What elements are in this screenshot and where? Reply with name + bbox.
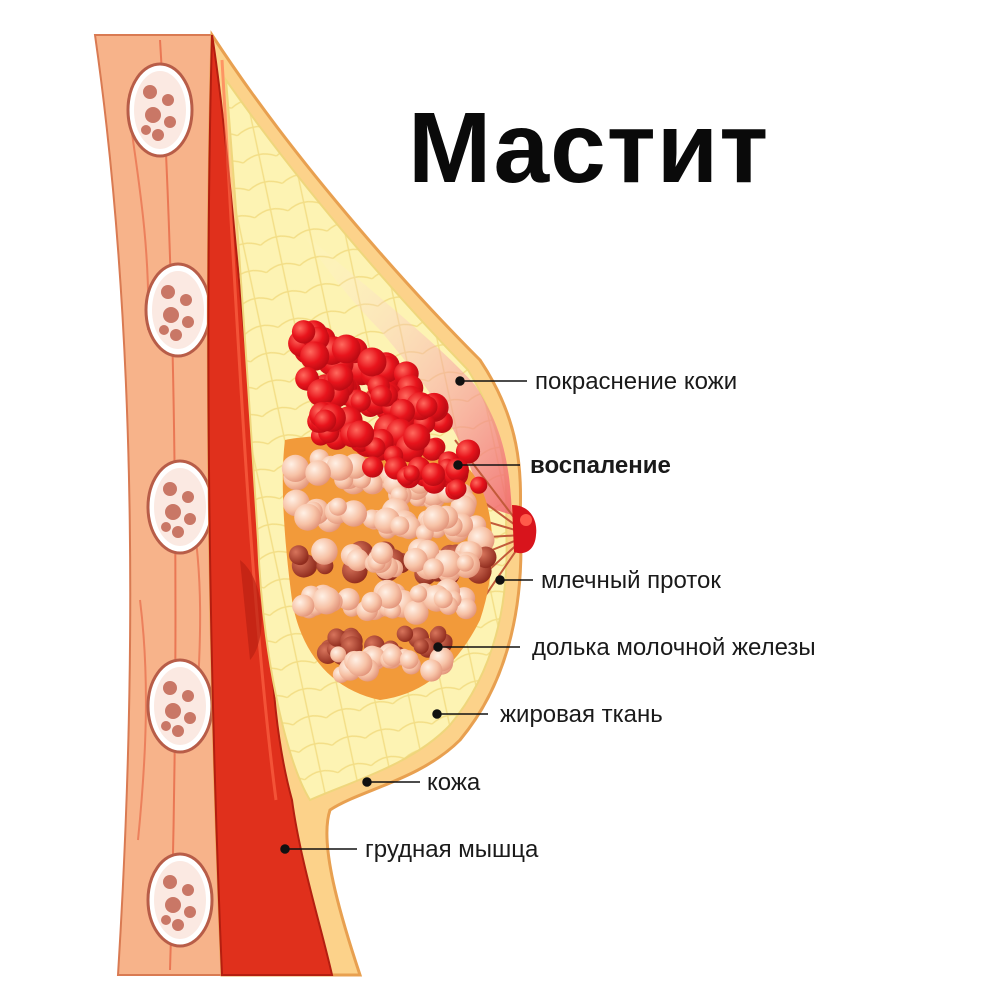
label-milk-duct: млечный проток: [541, 567, 721, 594]
label-fat-tissue: жировая ткань: [500, 701, 663, 728]
lobule-cell: [326, 454, 353, 481]
label-gland-lobule: долька молочной железы: [532, 634, 816, 661]
lobule-cell: [340, 500, 367, 527]
lobule-cell: [429, 627, 447, 644]
lobule-cell: [420, 659, 443, 682]
leader-lines: [280, 376, 533, 854]
lobule-cell: [403, 423, 431, 451]
lobule-cell: [350, 391, 371, 412]
leader-pectoral-muscle: [280, 844, 357, 854]
lobule-cell: [281, 454, 309, 482]
lobule-cell: [346, 420, 375, 448]
lobule-cell: [382, 646, 403, 667]
lobule-cell: [289, 545, 309, 565]
lobule-cell: [337, 588, 360, 611]
lobule-cell: [370, 385, 392, 407]
lobule-cell: [305, 460, 331, 486]
gland-lobules: [281, 436, 497, 700]
lobule-cell: [357, 347, 387, 377]
lobule-cell: [362, 456, 384, 478]
lobule-cell: [421, 462, 445, 486]
lobule-cell: [371, 542, 394, 565]
label-skin: кожа: [427, 769, 481, 796]
lobule-cell: [404, 600, 429, 625]
lobule-cell: [307, 378, 335, 407]
lobule-cell: [314, 409, 337, 432]
rib: [146, 459, 214, 555]
lobule-cell: [445, 458, 469, 482]
lobule-cell: [423, 558, 444, 580]
rib: [146, 658, 214, 754]
lobule-cell: [403, 465, 420, 482]
leader-inflammation: [453, 460, 520, 470]
leader-milk-duct: [495, 575, 533, 585]
lobule-cell: [456, 554, 474, 572]
lobule-cell: [327, 363, 354, 390]
lobule-cell: [423, 505, 450, 532]
lobule-cell: [433, 589, 453, 609]
lobule-cell: [291, 320, 316, 344]
leader-gland-lobule: [433, 642, 520, 652]
lobule-cell: [455, 439, 481, 464]
lobule-cell: [330, 646, 347, 663]
leader-skin-redness: [455, 376, 527, 386]
lobule-cell: [361, 591, 383, 613]
rib: [144, 262, 212, 358]
lobule-cell: [300, 341, 330, 371]
inflammation-area: [288, 320, 488, 500]
leader-fat-tissue: [432, 709, 488, 719]
rib: [126, 62, 194, 158]
label-inflammation: воспаление: [530, 452, 671, 479]
lobule-cell: [447, 479, 467, 499]
label-pectoral-muscle: грудная мышца: [365, 836, 539, 863]
lobule-cell: [470, 476, 488, 494]
lobule-cell: [416, 395, 438, 418]
nipple: [512, 505, 537, 554]
lobule-cell: [376, 583, 402, 609]
leader-skin: [362, 777, 420, 787]
lobule-cell: [331, 334, 361, 364]
lobule-cell: [312, 586, 341, 615]
lobule-cell: [403, 547, 428, 573]
lobule-cell: [328, 497, 347, 516]
lobule-cell: [292, 594, 315, 617]
lobule-cell: [390, 516, 410, 536]
label-skin-redness: покраснение кожи: [535, 368, 738, 395]
rib: [146, 852, 214, 948]
lobule-cell: [409, 585, 428, 603]
lobule-cell: [396, 625, 414, 642]
lobule-cell: [455, 598, 477, 620]
lobule-cell: [346, 548, 369, 572]
lobule-cell: [413, 638, 429, 655]
lobule-cell: [399, 650, 419, 669]
lobule-cell: [311, 538, 338, 565]
page-title: Мастит: [408, 92, 770, 204]
pectoral-muscle: [207, 34, 334, 976]
lobule-cell: [294, 503, 322, 531]
lobule-cell: [347, 650, 373, 677]
